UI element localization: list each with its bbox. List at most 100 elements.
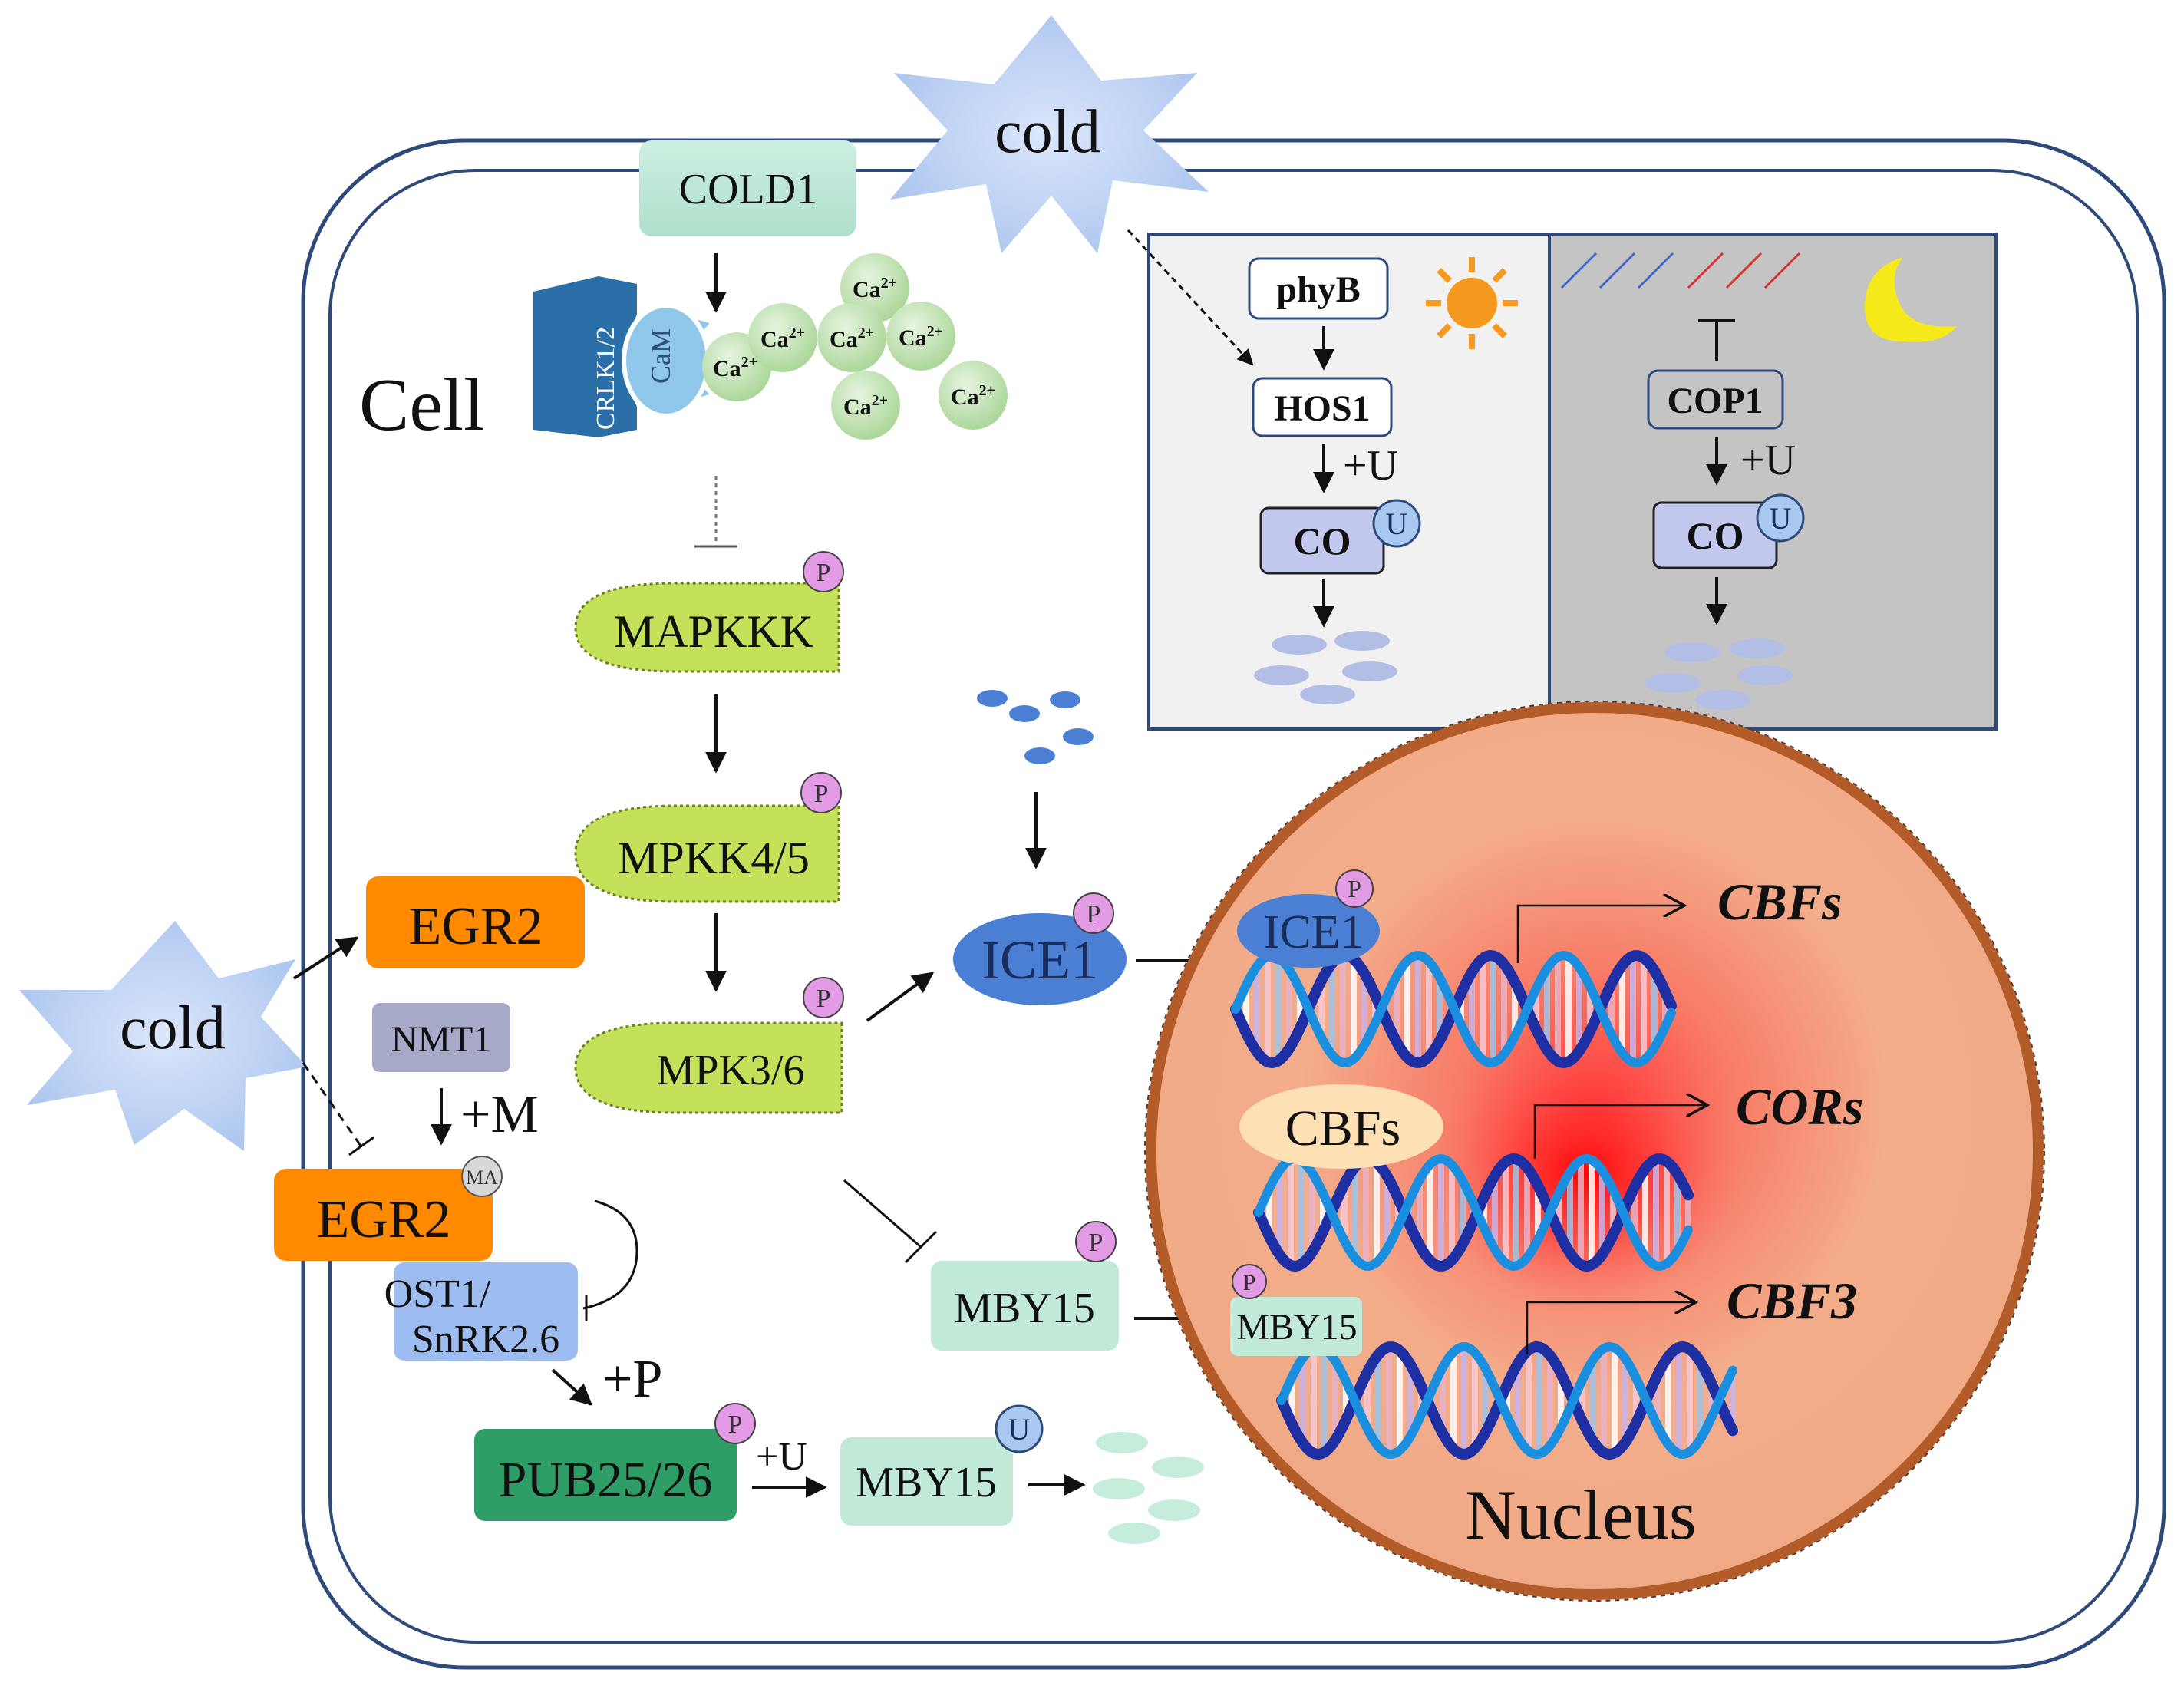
mapkkk-shape — [574, 582, 840, 673]
mby15-nuclear-phospho — [1232, 1264, 1267, 1299]
mapkkk-phospho-label: P — [817, 559, 831, 587]
nucleus-label: Nucleus — [1465, 1476, 1696, 1554]
ice1-nuclear-phospho-label: P — [1348, 875, 1361, 902]
mpkk-phospho-label: P — [814, 780, 829, 808]
mby15-nuclear-phospho-label: P — [1243, 1270, 1256, 1295]
inhibit-cold-to-egr2 — [302, 1062, 362, 1146]
dna-backbone — [1277, 1341, 1737, 1460]
dna-strands — [1230, 949, 1738, 1460]
mpk-shape — [574, 1021, 843, 1114]
cbfs-protein — [1239, 1084, 1443, 1169]
mpk-label: MPK3/6 — [657, 1047, 805, 1094]
ma-label: MA — [466, 1166, 498, 1189]
co-night-ubiquitin — [1756, 493, 1805, 543]
plus-m-label: +M — [460, 1085, 539, 1144]
svg-text:Ca2+: Ca2+ — [713, 354, 757, 381]
transcription-arrow-cbf3 — [1526, 1302, 1696, 1354]
ice1-nuclear-phospho — [1335, 869, 1374, 908]
svg-text:Ca2+: Ca2+ — [899, 323, 943, 351]
calcium-ions: Ca2+ Ca2+ Ca2+ Ca2+ Ca2+ Ca2+ Ca2+ — [702, 253, 1008, 440]
ice1-nuclear-protein — [1237, 894, 1380, 968]
co-night-ubiquitin-label: U — [1770, 501, 1792, 536]
mapkkk-phospho — [803, 551, 844, 592]
ost1-label-line1: OST1/ — [384, 1272, 491, 1316]
svg-text:Ca2+: Ca2+ — [853, 275, 897, 302]
co-night-degradation — [1645, 638, 1793, 710]
crlk-label: CRLK1/2 — [592, 327, 620, 430]
ice1-label: ICE1 — [981, 929, 1098, 991]
dna-backbone — [1231, 950, 1676, 1068]
cop1-label: COP1 — [1667, 381, 1763, 421]
transcription-arrow-cbfs — [1516, 906, 1684, 963]
ost1-label-line2: SnRK2.6 — [412, 1318, 559, 1361]
mby15-mid-box — [931, 1261, 1119, 1351]
co-day-label: CO — [1294, 520, 1351, 562]
mby15-bottom-box — [840, 1437, 1013, 1526]
svg-text:Ca2+: Ca2+ — [830, 325, 874, 352]
cell-label: Cell — [359, 364, 484, 447]
mby15-mid-label: MBY15 — [954, 1285, 1095, 1332]
dna-helix — [1276, 1341, 1738, 1460]
mby15-bottom-label: MBY15 — [856, 1459, 997, 1506]
inhibit-bar-mby15 — [904, 1230, 938, 1264]
co-day-ubiquitin — [1372, 499, 1421, 548]
pub-phospho-label: P — [728, 1410, 743, 1439]
mpk-phospho — [803, 977, 844, 1018]
mby15-nuclear-box — [1230, 1297, 1362, 1356]
svg-text:Ca2+: Ca2+ — [951, 382, 995, 410]
light-stripes — [1560, 252, 1801, 289]
inhibit-egr2-to-ost1 — [582, 1199, 638, 1310]
cold1-box — [639, 140, 856, 236]
sun-icon — [1426, 257, 1518, 349]
ice1-upstream-cluster — [977, 690, 1094, 764]
mby15-mid-phospho-label: P — [1089, 1229, 1104, 1257]
crlk-receptor — [533, 276, 637, 437]
co-day-degradation — [1254, 631, 1397, 704]
arrow-mpk-to-ice1 — [866, 972, 935, 1022]
cell-membrane-outer — [301, 138, 2166, 1670]
mby15-mid-phospho — [1075, 1221, 1117, 1262]
ost1-box — [394, 1262, 578, 1361]
cold-burst-left: cold — [19, 921, 307, 1151]
cam-label: CaM — [645, 328, 676, 384]
arrow-cold-to-hos1 — [1127, 229, 1254, 366]
plus-u-night-label: +U — [1740, 437, 1796, 484]
hos1-label: HOS1 — [1274, 388, 1370, 429]
egr2-top-box — [366, 876, 585, 968]
cold-left-label: cold — [120, 995, 226, 1062]
mapkkk-label: MAPKKK — [614, 606, 813, 657]
mpkk-label: MPKK4/5 — [618, 833, 810, 883]
cold-top-label: cold — [995, 98, 1100, 166]
mby15-nuclear-label: MBY15 — [1236, 1307, 1357, 1348]
moon-icon — [1865, 257, 1957, 342]
gene-cors-label: CORs — [1736, 1077, 1863, 1136]
egr2-bottom-label: EGR2 — [317, 1190, 451, 1249]
transcription-arrow-cors — [1533, 1105, 1707, 1159]
mpkk-shape — [574, 804, 840, 903]
gene-cbf3-label: CBF3 — [1727, 1272, 1857, 1330]
egr2-top-label: EGR2 — [409, 897, 543, 956]
svg-text:Ca2+: Ca2+ — [760, 325, 805, 352]
plus-p-label: +P — [602, 1350, 662, 1409]
cbfs-protein-label: CBFs — [1285, 1100, 1400, 1156]
ma-marker — [461, 1156, 503, 1197]
mpkk-phospho — [800, 772, 842, 813]
pub-phospho — [714, 1403, 756, 1444]
cell-membrane-inner — [328, 169, 2139, 1644]
egr2-bottom-box — [274, 1169, 493, 1261]
mby15-degradation — [1093, 1432, 1204, 1544]
pub-label: PUB25/26 — [499, 1452, 713, 1508]
inhibit-bar-egr2 — [348, 1136, 374, 1156]
nucleus-border-dash — [1144, 701, 2045, 1602]
phyb-box — [1248, 257, 1389, 320]
cop1-box — [1647, 369, 1784, 430]
ice1-phospho — [1073, 892, 1114, 934]
mby15-ubiquitin-label: U — [1008, 1412, 1031, 1447]
mby15-ubiquitin — [995, 1404, 1044, 1453]
inhibit-mpk-to-mby15 — [843, 1179, 922, 1249]
dna-helix — [1230, 949, 1677, 1069]
hos1-box — [1252, 377, 1393, 437]
plus-u-pub-label: +U — [756, 1435, 807, 1479]
